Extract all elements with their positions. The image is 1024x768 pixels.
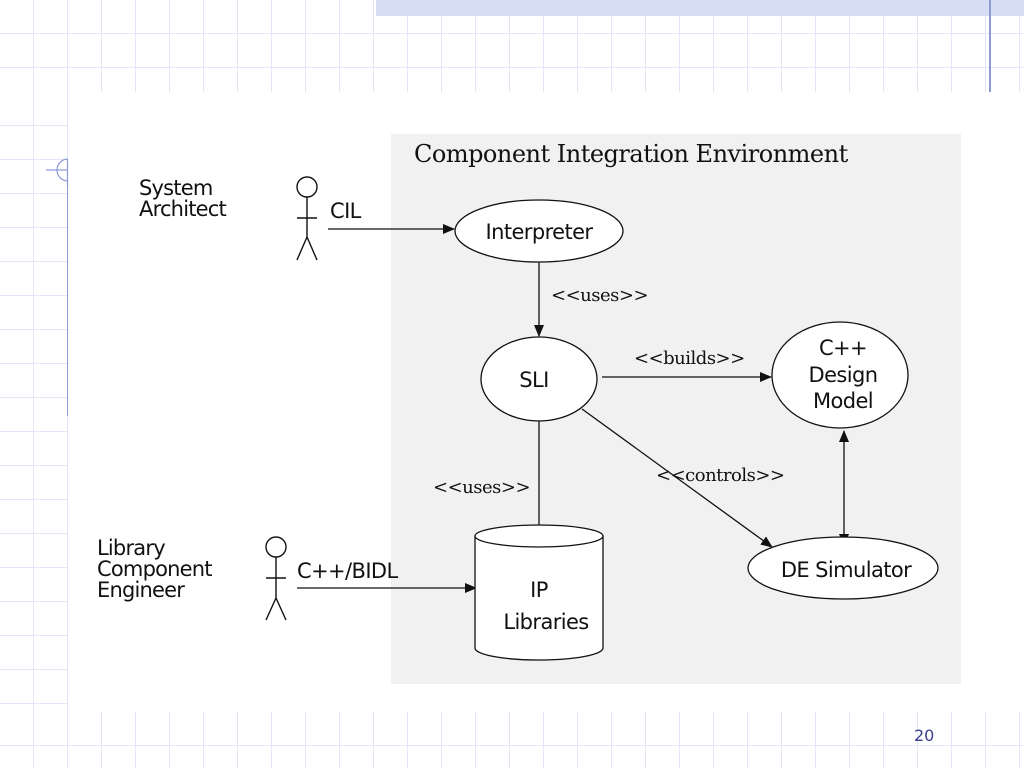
node-de-simulator: DE Simulator [747,536,939,600]
edge-label-uses-2: <<uses>> [433,477,530,498]
edge-label-builds: <<builds>> [634,348,745,369]
interface-label-cil: CIL [330,199,362,223]
svg-text:SLI: SLI [519,368,548,392]
edge-sli-de-simulator [581,408,773,548]
actor-icon-library-component-engineer [265,536,287,621]
svg-text:Model: Model [813,389,873,413]
svg-text:Libraries: Libraries [503,610,588,634]
left-accent-rule [67,160,68,416]
edge-label-uses-1: <<uses>> [551,285,648,306]
svg-text:IP: IP [530,578,548,602]
diagram-title: Component Integration Environment [414,140,848,168]
actor-label-library-component-engineer: Library Component Engineer [97,536,213,602]
actor-icon-system-architect [296,176,318,261]
node-cpp-design-model: C++ Design Model [771,321,909,429]
corner-mark-icon [46,158,69,186]
background-grid-left [0,92,68,712]
node-ip-libraries: IP Libraries [474,524,604,661]
svg-text:C++: C++ [819,336,867,360]
interface-label-cpp-bidl: C++/BIDL [297,559,399,583]
page-number: 20 [914,726,935,745]
right-accent-rule [989,0,991,92]
node-sli: SLI [480,336,598,422]
node-interpreter: Interpreter [454,199,624,263]
edge-label-controls: <<controls>> [656,465,785,486]
header-band [376,0,1024,16]
svg-text:Interpreter: Interpreter [486,220,594,244]
actor-label-system-architect: System Architect [139,176,227,221]
svg-text:DE Simulator: DE Simulator [781,558,912,582]
svg-text:Design: Design [809,363,878,387]
background-grid-bottom [0,712,1024,768]
